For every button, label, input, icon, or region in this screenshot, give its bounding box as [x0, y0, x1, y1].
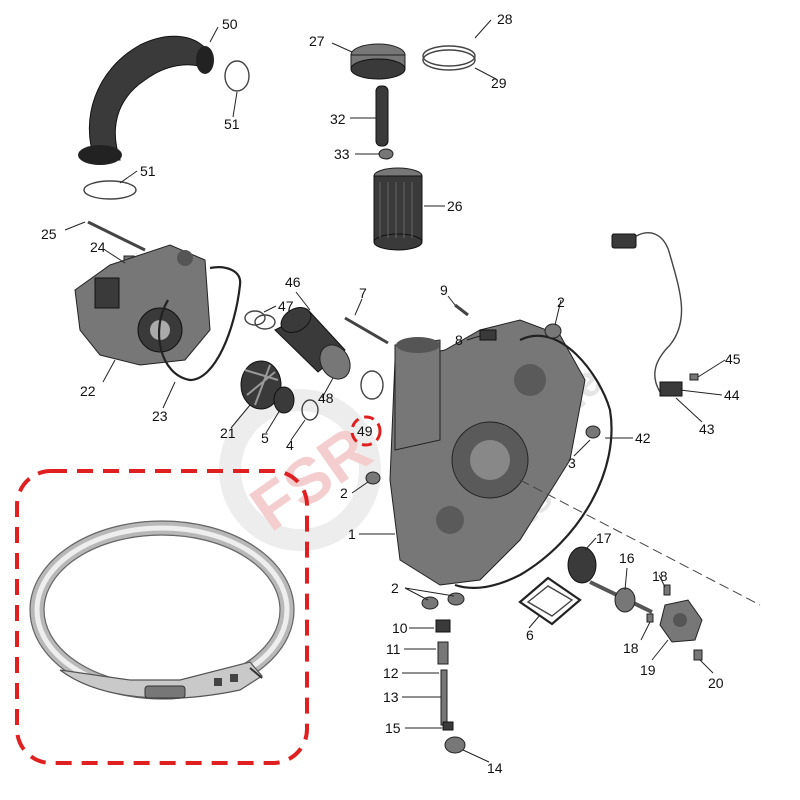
clamp-49-closeup	[29, 520, 295, 700]
plugs-2-lower	[421, 592, 465, 610]
callout-24: 24	[90, 239, 106, 255]
callout-5: 5	[261, 430, 269, 446]
callout-42: 42	[635, 430, 651, 446]
o-rings-47	[244, 310, 276, 330]
callout-9: 9	[440, 282, 448, 298]
tube-32	[375, 85, 389, 147]
gasket-23	[157, 266, 242, 382]
bolt-25	[87, 220, 146, 252]
callout-20: 20	[708, 675, 724, 691]
screw-45	[689, 373, 699, 381]
screw-20	[693, 649, 703, 661]
cap-14	[444, 736, 466, 754]
engine-cover-1	[389, 319, 586, 586]
callout-12: 12	[383, 665, 399, 681]
dowel-3	[585, 425, 601, 439]
callout-43: 43	[699, 421, 715, 437]
oil-filter-26	[373, 167, 423, 251]
callout-19: 19	[640, 662, 656, 678]
callout-2: 2	[340, 485, 348, 501]
callout-51: 51	[224, 116, 240, 132]
callout-15: 15	[385, 720, 401, 736]
clamp-51-upper	[224, 60, 250, 92]
inset-dashed-frame	[15, 469, 309, 765]
callout-2: 2	[391, 580, 399, 596]
plug-15	[442, 721, 454, 731]
callout-13: 13	[383, 689, 399, 705]
callout-50: 50	[222, 16, 238, 32]
callout-18: 18	[623, 640, 639, 656]
hose-50	[78, 35, 214, 165]
pump-cover-19	[659, 599, 703, 643]
gasket-6	[518, 576, 582, 626]
detail-inset	[15, 469, 309, 765]
gear-17	[567, 546, 597, 584]
callout-28: 28	[497, 11, 513, 27]
callout-49: 49	[357, 423, 373, 439]
leader-lines	[64, 19, 726, 763]
callout-44: 44	[724, 387, 740, 403]
impeller-21	[240, 360, 282, 410]
bearing-48	[319, 344, 351, 380]
highlight-circle-49	[350, 415, 382, 447]
callout-33: 33	[334, 146, 350, 162]
clamp-51-lower	[83, 180, 137, 200]
callout-26: 26	[447, 198, 463, 214]
filter-cap-27	[350, 43, 406, 80]
bolt-9	[454, 303, 469, 317]
callout-4: 4	[286, 437, 294, 453]
callout-21: 21	[220, 425, 236, 441]
washer-4	[301, 399, 319, 421]
gasket-42	[454, 334, 613, 590]
assembly-axis-line	[519, 479, 761, 606]
spring-13	[440, 669, 448, 726]
spring-11	[437, 641, 449, 665]
callout-27: 27	[309, 33, 325, 49]
clamp-ring-49	[360, 370, 384, 400]
o-ring-28	[422, 45, 476, 71]
seal-5	[273, 386, 295, 414]
callout-11: 11	[386, 641, 401, 657]
callout-47: 47	[278, 298, 294, 314]
callout-10: 10	[392, 620, 408, 636]
dowel-2-left	[365, 471, 381, 485]
callout-16: 16	[619, 550, 635, 566]
spring-33	[378, 148, 394, 160]
callout-45: 45	[725, 351, 741, 367]
callout-3: 3	[568, 455, 576, 471]
shaft-16	[589, 580, 653, 614]
callout-8: 8	[455, 332, 463, 348]
callout-2: 2	[557, 294, 565, 310]
callout-25: 25	[41, 226, 57, 242]
callout-14: 14	[487, 760, 503, 776]
callout-6: 6	[526, 627, 534, 643]
sensor-8	[479, 329, 497, 341]
dowel-2-upper	[544, 323, 562, 339]
callout-1: 1	[348, 526, 356, 542]
pump-housing-22	[74, 244, 211, 366]
callout-17: 17	[596, 530, 612, 546]
callout-18: 18	[652, 568, 668, 584]
callout-23: 23	[152, 408, 168, 424]
bolt-7	[344, 316, 389, 345]
callout-48: 48	[318, 390, 334, 406]
valve-10	[435, 619, 451, 633]
callout-51: 51	[140, 163, 156, 179]
callout-46: 46	[285, 274, 301, 290]
sensor-wire-43	[611, 232, 683, 397]
callout-7: 7	[359, 285, 367, 301]
callout-22: 22	[80, 383, 96, 399]
callout-labels: 50 51 51 25 24 22 23 27 28 29 32 33 26 4…	[41, 11, 741, 776]
callout-29: 29	[491, 75, 507, 91]
callout-32: 32	[330, 111, 346, 127]
